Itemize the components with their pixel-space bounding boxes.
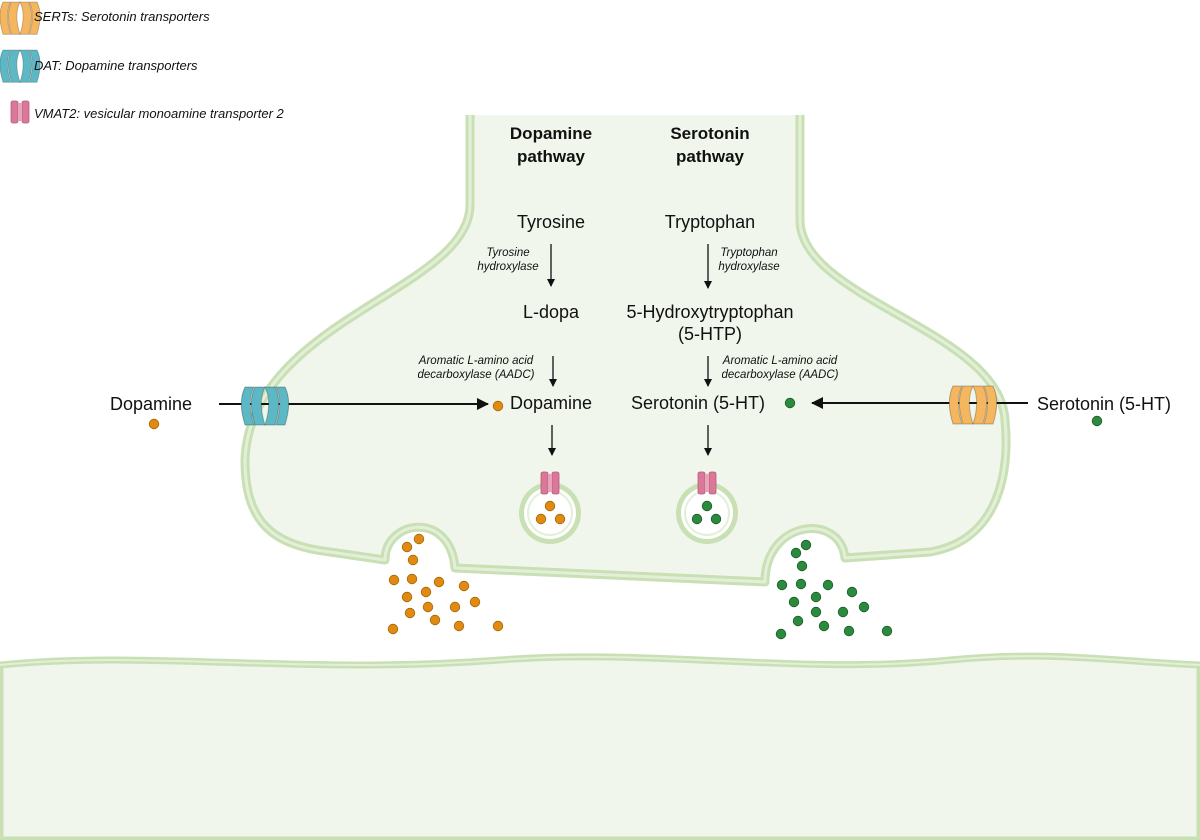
serotonin-molecule: [846, 586, 858, 598]
vmat2-transporter-dopamine: [540, 471, 560, 495]
5-htp-label: 5-Hydroxytryptophan (5-HTP): [626, 302, 794, 344]
serotonin-molecule: [691, 513, 703, 525]
serotonin-molecule: [800, 539, 812, 551]
serotonin-external-label: Serotonin (5-HT): [1036, 394, 1172, 414]
serotonin-molecule: [843, 625, 855, 637]
dopamine-molecule: [535, 513, 547, 525]
serotonin-molecule: [858, 601, 870, 613]
dopamine-aadc-label: Aromatic L-amino acid decarboxylase (AAD…: [417, 355, 535, 381]
dopamine-molecule: [544, 500, 556, 512]
dopamine-molecule: [388, 574, 400, 586]
serotonin-molecule: [788, 596, 800, 608]
dopamine-molecule: [453, 620, 465, 632]
serotonin-molecule: [792, 615, 804, 627]
dopamine-molecule: [492, 620, 504, 632]
dopamine-molecule: [401, 541, 413, 553]
postsynaptic-membrane: [0, 652, 1200, 840]
serotonin-pathway-title: Serotonin pathway: [670, 124, 750, 166]
tyrosine-label: Tyrosine: [516, 212, 586, 232]
serotonin-molecule: [810, 606, 822, 618]
serotonin-molecule: [701, 500, 713, 512]
dopamine-molecule: [148, 418, 160, 430]
dopamine-molecule: [433, 576, 445, 588]
dopamine-molecule: [406, 573, 418, 585]
legend-vmat2: VMAT2: vesicular monoamine transporter 2: [34, 106, 284, 121]
dopamine-pathway-title: Dopamine pathway: [509, 124, 593, 166]
dopamine-molecule: [449, 601, 461, 613]
serotonin-molecule: [790, 547, 802, 559]
serotonin-molecule: [795, 578, 807, 590]
serotonin-intracellular-label: Serotonin (5-HT): [630, 393, 766, 413]
presynaptic-terminal: [240, 115, 1011, 587]
serotonin-molecule: [837, 606, 849, 618]
serotonin-molecules: [691, 397, 1103, 640]
serotonin-molecule: [881, 625, 893, 637]
dopamine-molecule: [420, 586, 432, 598]
dopamine-molecule: [429, 614, 441, 626]
dopamine-molecule: [469, 596, 481, 608]
dopamine-external-label: Dopamine: [109, 394, 193, 414]
serotonin-molecule: [710, 513, 722, 525]
tryptophan-hydroxylase-label: Tryptophan hydroxylase: [718, 247, 780, 273]
dopamine-molecule: [404, 607, 416, 619]
vmat2-transporter-serotonin: [697, 471, 717, 495]
dopamine-molecule: [492, 400, 504, 412]
dopamine-molecule: [554, 513, 566, 525]
dopamine-molecule: [407, 554, 419, 566]
dopamine-molecules: [148, 400, 566, 635]
serotonin-molecule: [775, 628, 787, 640]
legend-dat: DAT: Dopamine transporters: [34, 58, 198, 73]
dopamine-vesicle: [519, 482, 581, 544]
serotonin-molecule: [776, 579, 788, 591]
dopamine-molecule: [422, 601, 434, 613]
serotonin-molecule: [810, 591, 822, 603]
dopamine-molecule: [413, 533, 425, 545]
tryptophan-label: Tryptophan: [664, 212, 756, 232]
dopamine-molecule: [458, 580, 470, 592]
legend-sert: SERTs: Serotonin transporters: [34, 9, 210, 24]
serotonin-molecule: [822, 579, 834, 591]
serotonin-vesicle: [676, 482, 738, 544]
dopamine-molecule: [401, 591, 413, 603]
dopamine-molecule: [387, 623, 399, 635]
dopamine-intracellular-label: Dopamine: [509, 393, 593, 413]
serotonin-aadc-label: Aromatic L-amino acid decarboxylase (AAD…: [721, 355, 839, 381]
vmat2-legend-icon: [10, 100, 30, 124]
serotonin-molecule: [1091, 415, 1103, 427]
serotonin-molecule: [818, 620, 830, 632]
serotonin-molecule: [784, 397, 796, 409]
l-dopa-label: L-dopa: [522, 302, 580, 322]
tyrosine-hydroxylase-label: Tyrosine hydroxylase: [477, 247, 539, 273]
serotonin-molecule: [796, 560, 808, 572]
